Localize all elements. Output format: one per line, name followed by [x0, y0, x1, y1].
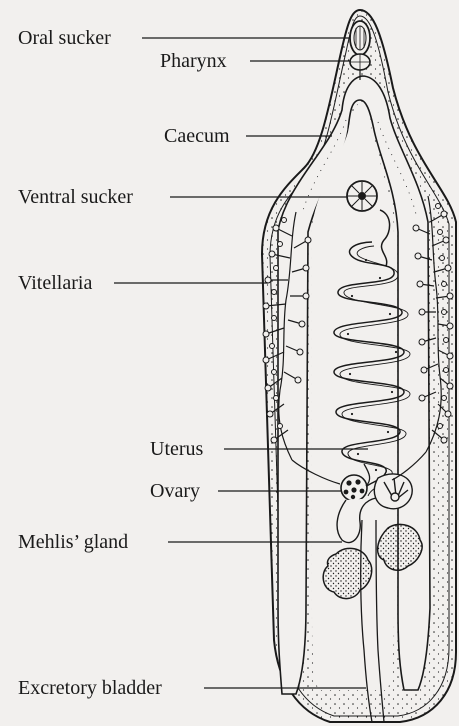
label-ventral-sucker: Ventral sucker	[18, 187, 133, 207]
label-caecum: Caecum	[164, 126, 230, 146]
ovary-shape	[341, 475, 367, 501]
oral-sucker-shape	[350, 21, 370, 55]
label-ovary: Ovary	[150, 481, 200, 501]
label-excretory-bladder: Excretory bladder	[18, 678, 162, 698]
label-pharynx: Pharynx	[160, 51, 227, 71]
label-uterus: Uterus	[150, 439, 203, 459]
label-mehlis-gland: Mehlis’ gland	[18, 532, 128, 552]
ventral-sucker-shape	[347, 181, 377, 211]
label-oral-sucker: Oral sucker	[18, 28, 111, 48]
label-vitellaria: Vitellaria	[18, 273, 92, 293]
